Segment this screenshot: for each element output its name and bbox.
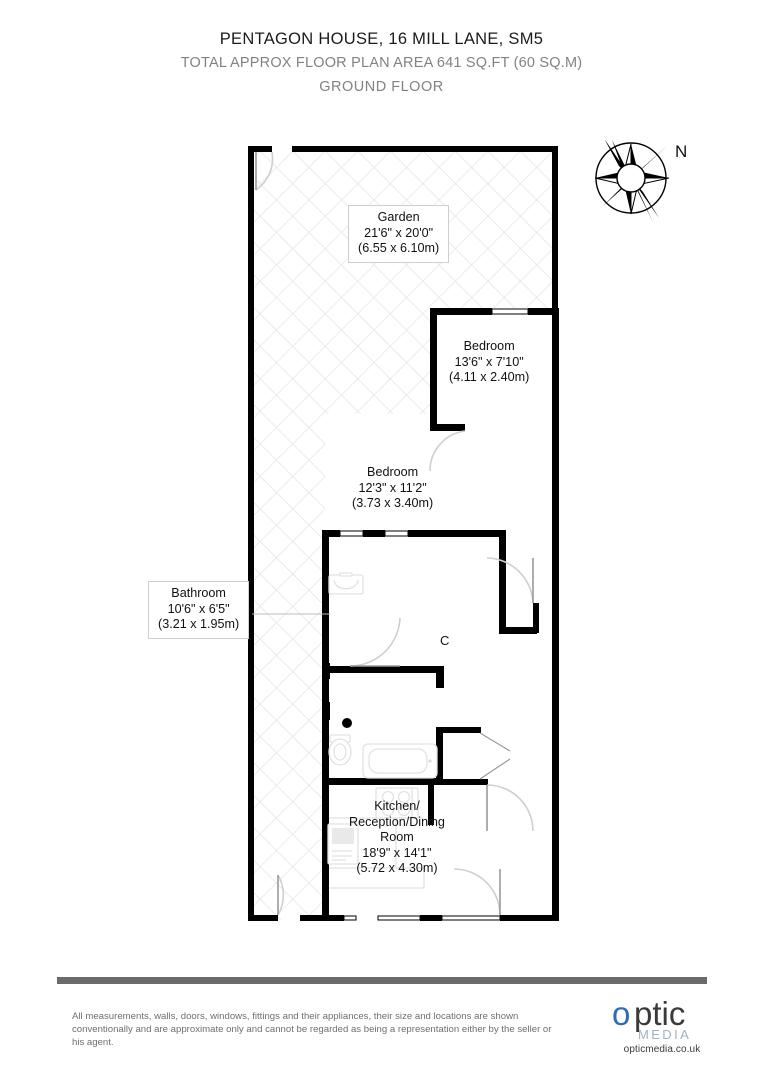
toilet-icon	[328, 734, 352, 766]
footer-divider	[57, 977, 707, 984]
hob-icon	[375, 787, 419, 819]
compass-north-label: N	[675, 142, 688, 161]
room-label-garden: Garden 21'6" x 20'0" (6.55 x 6.10m)	[348, 205, 450, 263]
room-name: Garden	[377, 210, 420, 224]
room-dim-imperial: 12'3" x 11'2"	[358, 480, 427, 495]
room-name-line-1: Kitchen/	[374, 799, 420, 813]
room-name-line-3: Room	[380, 830, 414, 845]
walls	[248, 146, 559, 921]
room-dim-metric: (5.72 x 4.30m)	[356, 861, 438, 876]
optic-logo-icon: o ptic MEDIA	[612, 995, 691, 1042]
room-name-line-2: Reception/Dining	[349, 814, 445, 829]
logo-mark: o ptic MEDIA	[602, 995, 722, 1043]
room-dim-metric: (4.11 x 2.40m)	[449, 370, 530, 385]
cupboard-label: C	[440, 633, 450, 648]
room-label-bathroom: Bathroom 10'6" x 6'5" (3.21 x 1.95m)	[148, 581, 250, 639]
fridge-icon	[327, 823, 359, 865]
plan-header: PENTAGON HOUSE, 16 MILL LANE, SM5 TOTAL …	[0, 0, 763, 110]
optic-media-logo: o ptic MEDIA opticmedia.co.uk	[602, 995, 722, 1055]
disclaimer-text: All measurements, walls, doors, windows,…	[72, 1011, 552, 1049]
room-dim-metric: (6.55 x 6.10m)	[358, 241, 440, 256]
room-label-kitchen-reception-dining: Kitchen/ Reception/Dining Room 18'9" x 1…	[349, 799, 445, 877]
compass-rose: N	[583, 126, 698, 226]
compass-rose-icon	[594, 140, 670, 222]
room-label-bedroom-2: Bedroom 12'3" x 11'2" (3.73 x 3.40m)	[352, 465, 433, 512]
fixtures-group	[327, 572, 438, 889]
room-dim-metric: (3.73 x 3.40m)	[352, 496, 434, 511]
total-area-label: TOTAL APPROX FLOOR PLAN AREA 641 SQ.FT (…	[180, 55, 583, 72]
room-dim-imperial: 21'6" x 20'0"	[364, 225, 434, 240]
bathtub-icon	[362, 743, 438, 779]
floor-level-label: GROUND FLOOR	[319, 79, 444, 96]
logo-website-url: opticmedia.co.uk	[623, 1044, 701, 1055]
ceiling-light-icon	[342, 718, 352, 728]
room-label-bedroom-1: Bedroom 13'6" x 7'10" (4.11 x 2.40m)	[449, 339, 529, 386]
room-dim-imperial: 10'6" x 6'5"	[167, 601, 230, 616]
floor-plan-drawing	[0, 118, 763, 948]
floor-plan-svg	[248, 146, 559, 921]
room-dim-imperial: 18'9" x 14'1"	[362, 845, 432, 860]
windows	[339, 308, 529, 921]
room-dim-metric: (3.21 x 1.95m)	[158, 617, 240, 632]
room-name: Bedroom	[463, 339, 515, 353]
door-swings	[255, 151, 534, 916]
sink-icon	[328, 572, 364, 595]
room-name: Bedroom	[367, 465, 419, 479]
room-name: Bathroom	[171, 586, 226, 600]
interior-floor-fills	[325, 308, 558, 921]
logo-letters-ptic: ptic	[634, 995, 685, 1032]
logo-subword: MEDIA	[638, 1027, 691, 1042]
room-dim-imperial: 13'6" x 7'10"	[454, 354, 524, 369]
logo-letter-o: o	[612, 995, 630, 1032]
page-title: PENTAGON HOUSE, 16 MILL LANE, SM5	[219, 30, 544, 48]
